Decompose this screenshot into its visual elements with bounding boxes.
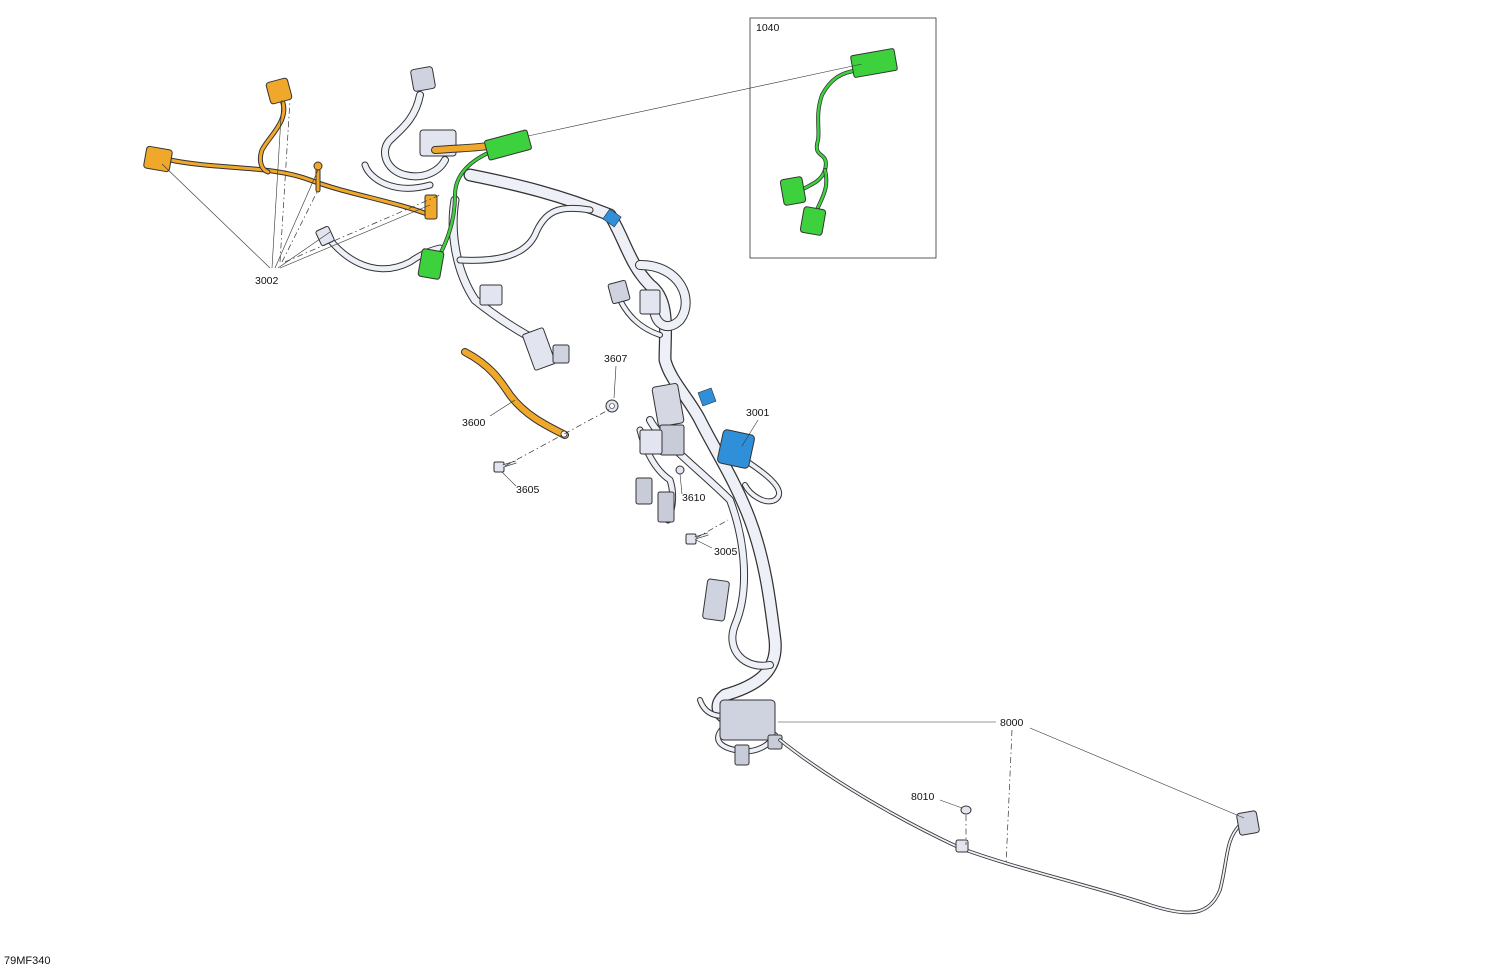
bolt-3005[interactable]: [685, 532, 709, 545]
callout-3607: 3607: [604, 353, 628, 365]
callout-3001: 3001: [746, 407, 770, 419]
callout-3610: 3610: [682, 492, 706, 504]
sensor-harness[interactable]: [778, 738, 1260, 915]
assembly-lines: [279, 99, 1013, 866]
callout-8010: 8010: [911, 791, 935, 803]
main-harness[interactable]: [315, 66, 783, 766]
callout-3005: 3005: [714, 546, 738, 558]
figure-code: 79MF340: [4, 955, 51, 967]
nut-3607[interactable]: [605, 399, 619, 413]
green-sub-harness[interactable]: [779, 48, 898, 236]
green-harness-installed[interactable]: [417, 129, 532, 280]
callout-3002: 3002: [255, 275, 279, 287]
inset-panel-1040: [749, 17, 937, 259]
screw-3610[interactable]: [675, 465, 685, 475]
leader-lines: [161, 63, 1245, 819]
clip-8010[interactable]: [960, 805, 972, 815]
callout-1040: 1040: [756, 22, 780, 34]
orange-harness[interactable]: [143, 77, 499, 220]
callout-3600: 3600: [462, 417, 486, 429]
ground-strap[interactable]: [461, 348, 569, 439]
callout-labels: 1040 3002 3607 3600 3001 3605 3610 3005 …: [255, 22, 1024, 803]
bolt-3605[interactable]: [493, 460, 517, 473]
callout-8000: 8000: [1000, 717, 1024, 729]
callout-3605: 3605: [516, 484, 540, 496]
